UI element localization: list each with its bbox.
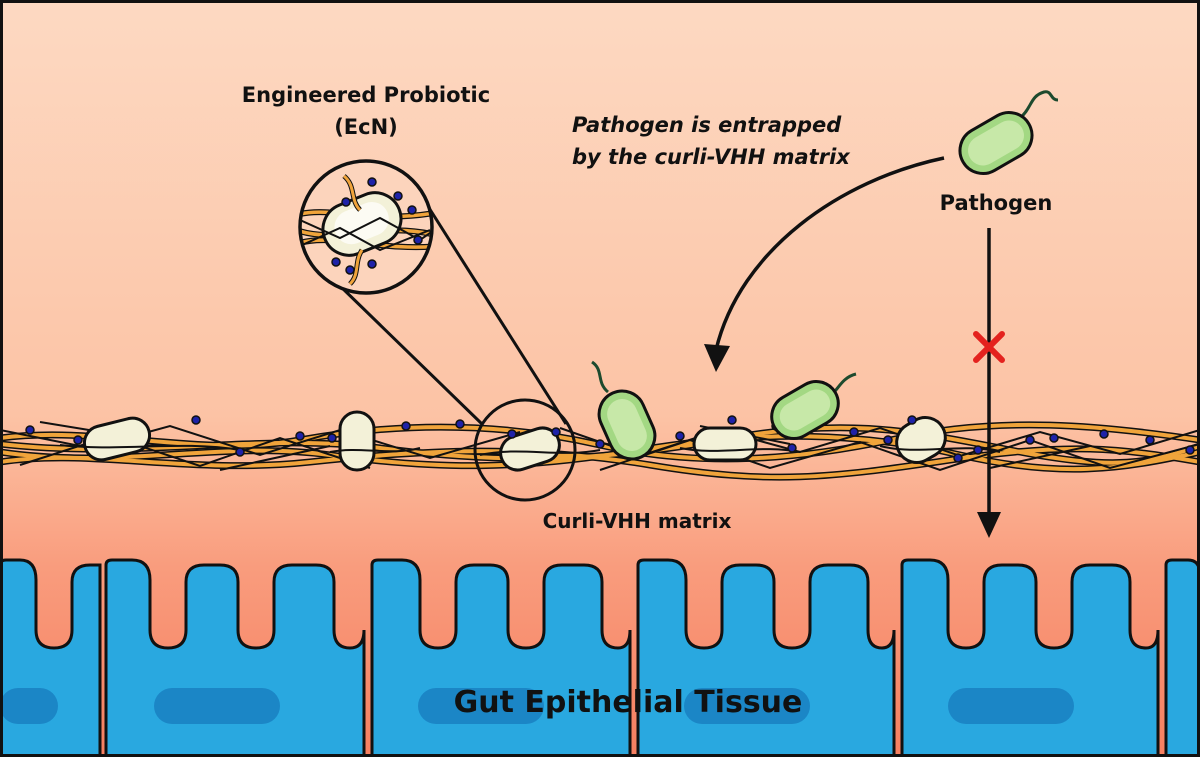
- epithelial-cell: [636, 558, 896, 757]
- epithelial-cell: [370, 558, 632, 757]
- probiotic-label-line2: (EcN): [334, 115, 398, 139]
- nucleus: [0, 688, 58, 724]
- matrix-label: Curli-VHH matrix: [543, 509, 732, 533]
- trapped-pathogens: [591, 360, 857, 461]
- epithelial-cell: [900, 558, 1160, 757]
- entrapment-arrow: [704, 156, 945, 372]
- epithelial-cell: [104, 558, 366, 757]
- pathogen-icon: [770, 372, 857, 440]
- block-x-icon: [973, 331, 1005, 363]
- zoom-callout: [336, 199, 577, 502]
- nucleus: [684, 688, 810, 724]
- probiotic-icon: [692, 426, 758, 462]
- probiotic-zoom-inset: [298, 159, 434, 295]
- epithelial-cell: [1164, 558, 1200, 757]
- nucleus: [948, 688, 1074, 724]
- zoom-magnifier-icon: [473, 398, 577, 502]
- zoom-lens: [298, 159, 434, 295]
- pathogen-label: Pathogen: [940, 191, 1053, 215]
- probiotic-icon: [338, 410, 376, 472]
- probiotic-icon: [499, 426, 561, 472]
- pathogen-icon: [958, 90, 1059, 175]
- blocked-invasion-arrow: [973, 228, 1005, 538]
- tissue-label: Gut Epithelial Tissue: [454, 685, 803, 720]
- entrapment-caption-line2: by the curli-VHH matrix: [572, 145, 851, 169]
- probiotic-cells: [82, 410, 947, 472]
- epithelial-layer: [0, 558, 1200, 757]
- nucleus: [154, 688, 280, 724]
- probiotic-label-line1: Engineered Probiotic: [242, 83, 490, 107]
- matrix-overlay: [59, 444, 1001, 456]
- pathogen-icon: [591, 360, 657, 461]
- nucleus: [418, 688, 544, 724]
- entrapment-caption-line1: Pathogen is entrapped: [572, 113, 842, 137]
